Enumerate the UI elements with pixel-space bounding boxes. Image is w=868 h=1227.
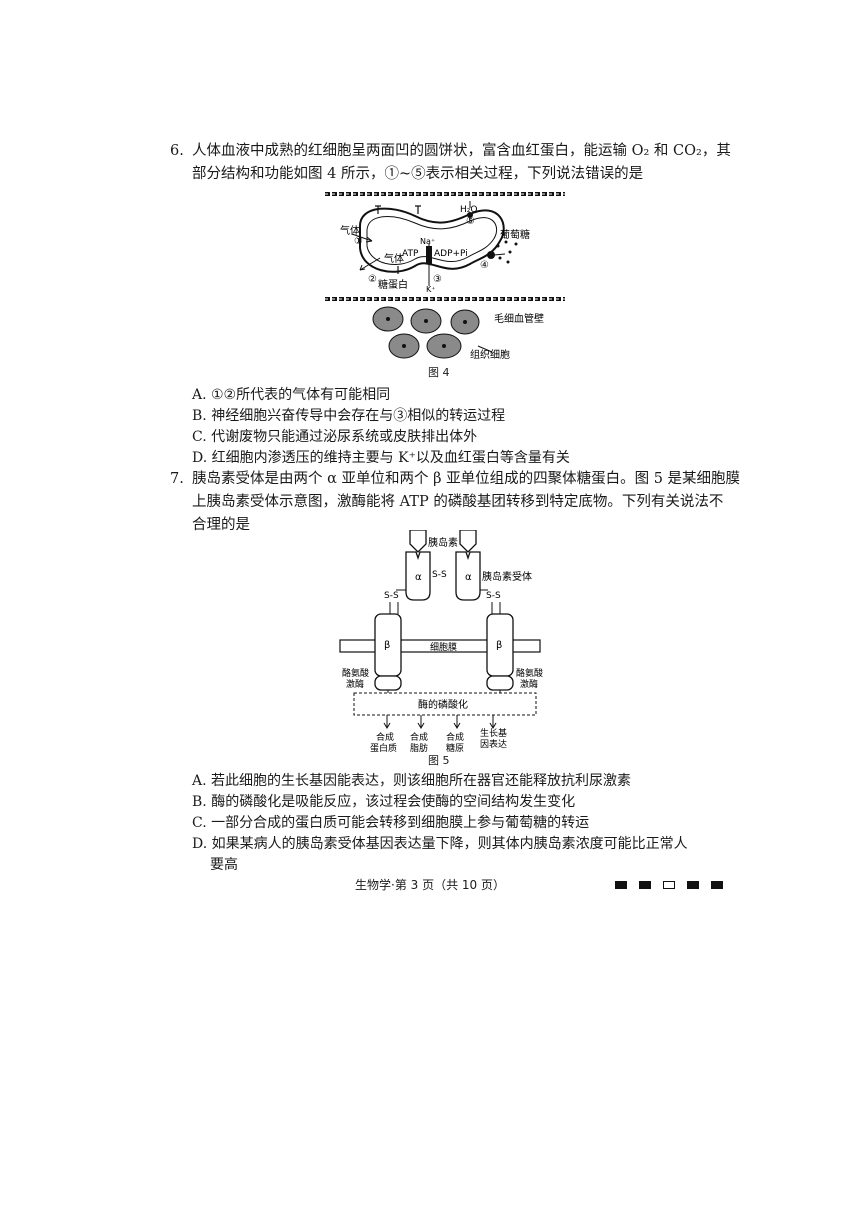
svg-text:脂肪: 脂肪	[410, 742, 428, 754]
label-na: Na⁺	[420, 237, 435, 246]
svg-text:②: ②	[368, 274, 377, 285]
q7-stem-line3: 合理的是	[192, 517, 250, 533]
ss-bond-left: S-S	[384, 591, 399, 601]
kinase-left	[374, 675, 402, 691]
label-atp: ATP	[402, 249, 419, 259]
q7-option-b: B. 酶的磷酸化是吸能反应，该过程会使酶的空间结构发生变化	[192, 794, 576, 810]
q6-option-d: D. 红细胞内渗透压的维持主要与 K⁺以及血红蛋白等含量有关	[192, 450, 570, 466]
page-mark	[711, 881, 723, 889]
insulin-left	[409, 530, 427, 553]
svg-text:合成: 合成	[376, 731, 394, 743]
q7-number: 7.	[170, 471, 184, 487]
figure-5-caption: 图 5	[428, 754, 450, 767]
svg-text:因表达: 因表达	[480, 738, 507, 750]
label-gas-1: 气体	[340, 224, 360, 237]
label-kinase-right-2: 激酶	[520, 678, 538, 690]
q7-option-c: C. 一部分合成的蛋白质可能会转移到细胞膜上参与葡萄糖的转运	[192, 815, 590, 831]
page-mark-current	[663, 881, 675, 889]
svg-text:β: β	[496, 640, 502, 651]
alpha-right	[455, 551, 481, 601]
page-mark	[639, 881, 651, 889]
svg-text:β: β	[384, 640, 390, 651]
q6-stem-line2: 部分结构和功能如图 4 所示，①~⑤表示相关过程，下列说法错误的是	[192, 166, 644, 182]
alpha-left	[405, 551, 431, 601]
label-capillary: 毛细血管壁	[494, 312, 544, 325]
q7-option-d: D. 如果某病人的胰岛素受体基因表达量下降，则其体内胰岛素浓度可能比正常人	[192, 836, 688, 852]
insulin-right	[459, 530, 477, 553]
label-insulin: 胰岛素	[428, 536, 458, 549]
q7-option-d-continued: 要高	[210, 857, 238, 873]
transporter-4	[487, 251, 495, 259]
label-kinase-left-2: 激酶	[346, 678, 364, 690]
page-mark	[687, 881, 699, 889]
glucose-dots	[496, 240, 518, 264]
red-blood-cell	[359, 207, 505, 273]
tissue-cells	[372, 306, 480, 359]
figure-5: 胰岛素 α α S-S 胰岛素受体 S-S S-S 细胞膜 β β 酪氨酸 激酶…	[339, 530, 543, 754]
label-glucose: 葡萄糖	[500, 228, 530, 241]
svg-text:α: α	[415, 572, 422, 583]
svg-text:合成: 合成	[446, 731, 464, 743]
kinase-right	[486, 675, 514, 691]
label-receptor: 胰岛素受体	[482, 570, 532, 583]
label-kinase-left-1: 酪氨酸	[342, 667, 369, 679]
svg-text:⑤: ⑤	[466, 216, 475, 227]
label-tissue: 组织细胞	[470, 348, 510, 361]
svg-text:①: ①	[354, 236, 363, 247]
label-phosphorylation: 酶的磷酸化	[418, 698, 468, 711]
phosphorylation-box	[353, 692, 537, 716]
q7-option-a: A. 若此细胞的生长基因能表达，则该细胞所在器官还能释放抗利尿激素	[192, 773, 632, 789]
q6-option-a: A. ①②所代表的气体有可能相同	[192, 387, 391, 403]
ss-bond-right: S-S	[486, 591, 501, 601]
q7-stem-line2: 上胰岛素受体示意图，激酶能将 ATP 的磷酸基团转移到特定底物。下列有关说法不	[192, 494, 724, 510]
label-glycoprotein: 糖蛋白	[378, 278, 408, 291]
channel-5	[467, 212, 473, 218]
svg-text:α: α	[465, 572, 472, 583]
label-gas-2: 气体	[384, 252, 404, 265]
page-marks	[615, 881, 723, 889]
label-adp: ADP+Pi	[434, 249, 468, 259]
label-k: K⁺	[426, 285, 435, 294]
figure-4-caption: 图 4	[428, 366, 450, 379]
q6-number: 6.	[170, 143, 184, 159]
page-footer: 生物学·第 3 页（共 10 页）	[355, 878, 505, 892]
q7-stem-line1: 胰岛素受体是由两个 α 亚单位和两个 β 亚单位组成的四聚体糖蛋白。图 5 是某…	[192, 471, 741, 487]
q6-option-c: C. 代谢废物只能通过泌尿系统或皮肤排出体外	[192, 429, 478, 445]
q6-stem-line1: 人体血液中成熟的红细胞呈两面凹的圆饼状，富含血红蛋白，能运输 O₂ 和 CO₂，…	[192, 143, 731, 159]
svg-text:蛋白质: 蛋白质	[370, 742, 397, 754]
ss-bond-alpha: S-S	[432, 570, 447, 580]
label-kinase-right-1: 酪氨酸	[516, 667, 543, 679]
svg-text:④: ④	[480, 260, 489, 271]
page-mark	[615, 881, 627, 889]
label-h2o: H₂O	[460, 205, 477, 215]
svg-text:生长基: 生长基	[480, 727, 507, 739]
svg-text:糖原: 糖原	[446, 742, 464, 754]
figure-4: 气体 ① 气体 ② H₂O ⑤ Na⁺ ATP ADP+Pi ③ K⁺ 葡萄糖 …	[325, 192, 565, 361]
svg-text:合成: 合成	[410, 731, 428, 743]
label-membrane: 细胞膜	[430, 641, 457, 653]
svg-text:③: ③	[433, 274, 442, 285]
q6-option-b: B. 神经细胞兴奋传导中会存在与③相似的转运过程	[192, 408, 506, 424]
